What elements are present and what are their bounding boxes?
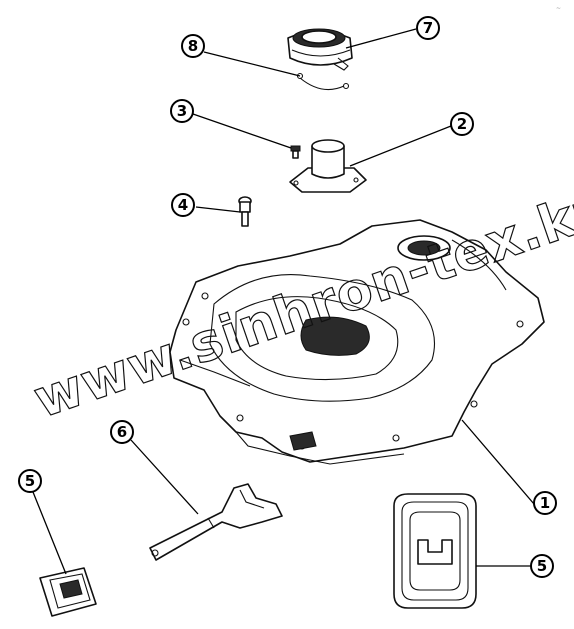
- callout-5-left-label: 5: [25, 472, 35, 490]
- callout-8: 8: [181, 34, 205, 58]
- callout-1: 1: [533, 491, 557, 515]
- callout-8-label: 8: [188, 37, 198, 55]
- callout-6: 6: [110, 420, 134, 444]
- callout-5-left: 5: [18, 469, 42, 493]
- callout-6-label: 6: [117, 423, 127, 441]
- callout-4-label: 4: [178, 196, 188, 214]
- callout-7: 7: [416, 16, 440, 40]
- callout-2-label: 2: [457, 115, 467, 133]
- part-bolt: [290, 145, 301, 159]
- callout-1-label: 1: [540, 494, 550, 512]
- part-retaining-spring: [296, 72, 350, 91]
- part-dust-boot-large: [393, 493, 477, 609]
- callout-3: 3: [170, 99, 194, 123]
- part-guide-sleeve: [289, 139, 367, 193]
- callout-5-right: 5: [530, 554, 554, 578]
- callout-7-label: 7: [423, 19, 433, 37]
- callout-5-right-label: 5: [537, 557, 547, 575]
- callout-4: 4: [171, 193, 195, 217]
- callout-3-label: 3: [177, 102, 187, 120]
- leader-lines: [32, 28, 535, 575]
- part-pivot-stud: [238, 196, 252, 227]
- part-clutch-housing: [169, 219, 545, 465]
- corner-mark: ~: [556, 5, 561, 12]
- part-dust-boot-small: [39, 567, 97, 617]
- callout-2: 2: [450, 112, 474, 136]
- part-release-fork: [149, 483, 283, 561]
- part-release-bearing: [287, 28, 353, 71]
